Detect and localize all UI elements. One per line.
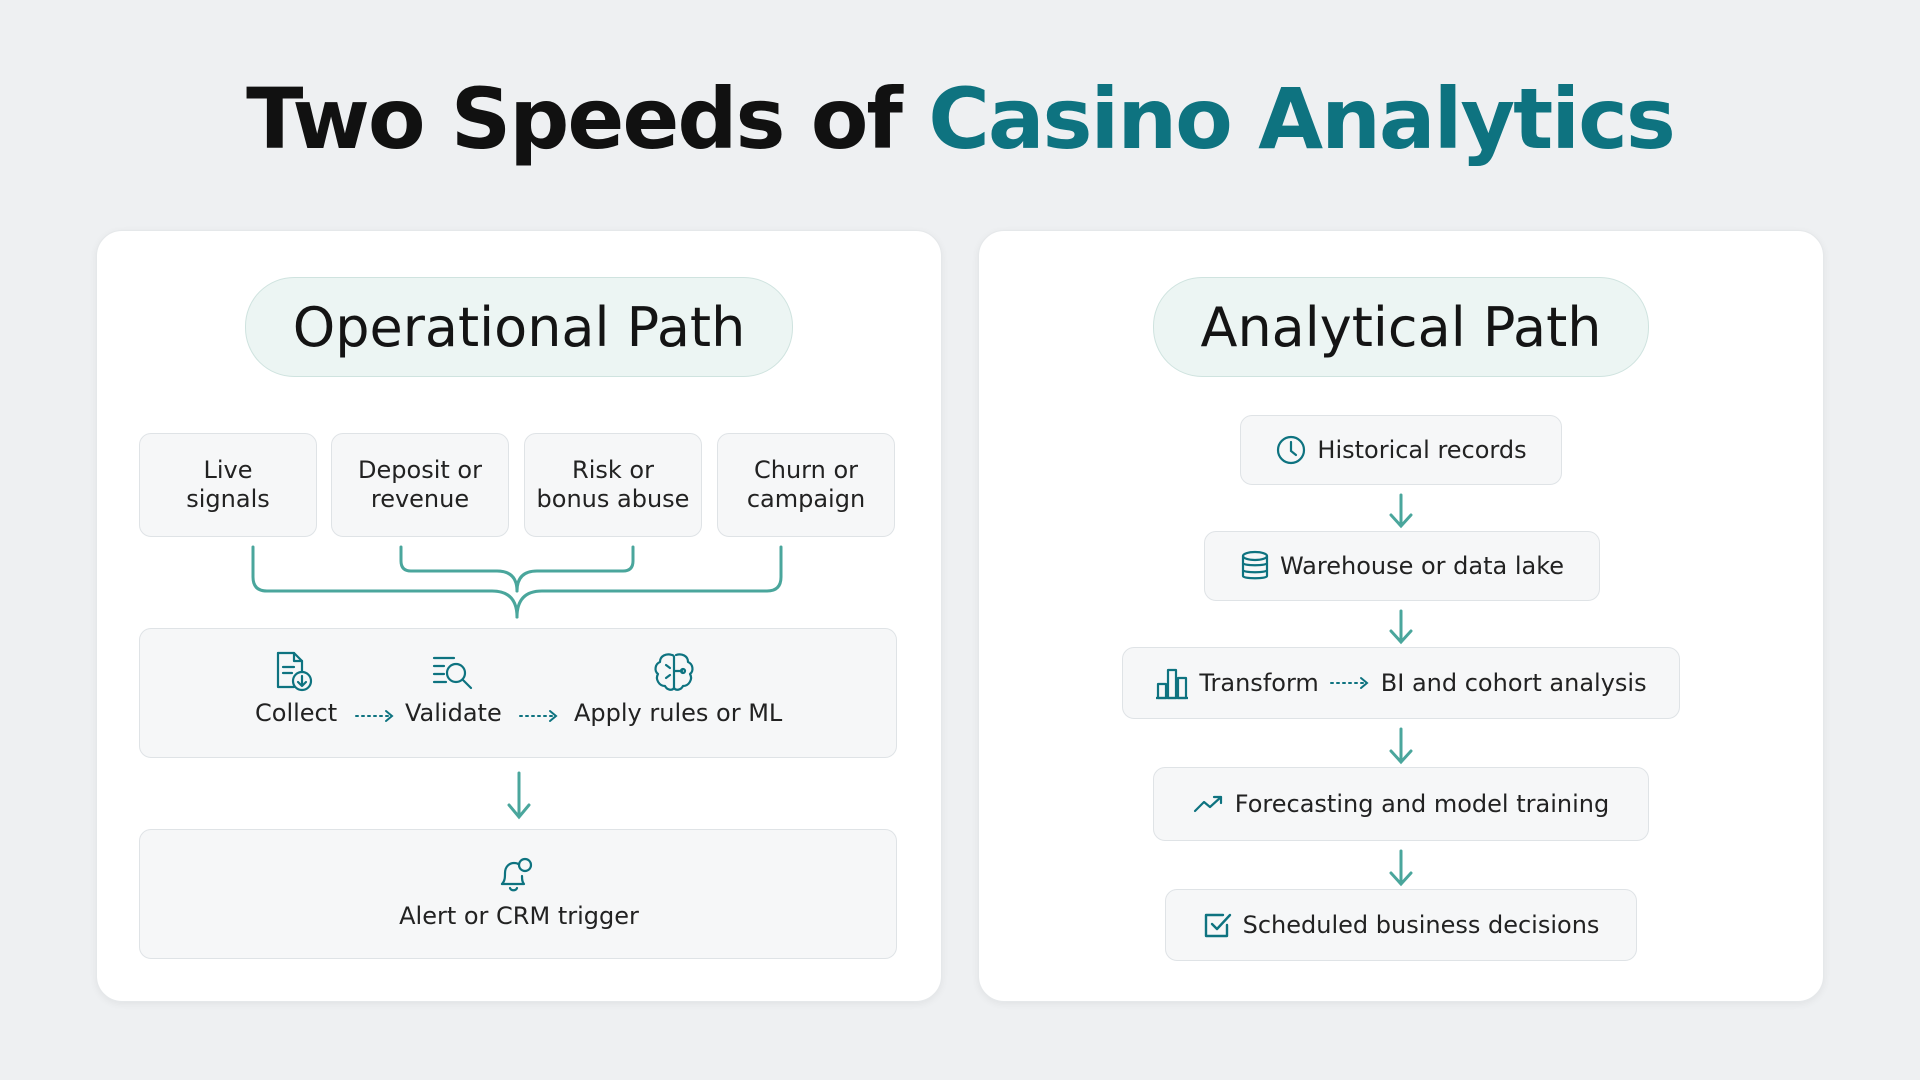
step-historical-records: Historical records bbox=[1240, 415, 1562, 485]
operational-heading: Operational Path bbox=[245, 277, 793, 377]
processing-box: Collect Validate Apply rules or ML bbox=[139, 628, 897, 758]
brain-icon bbox=[654, 653, 694, 691]
title-main: Two Speeds of bbox=[246, 70, 929, 168]
analytical-heading: Analytical Path bbox=[1153, 277, 1649, 377]
step-validate: Validate bbox=[405, 699, 502, 727]
step-forecasting: Forecasting and model training bbox=[1153, 767, 1649, 841]
operational-panel: Operational Path Live signals Deposit or… bbox=[96, 230, 942, 1002]
label: Scheduled business decisions bbox=[1242, 911, 1600, 939]
step-transform: Transform BI and cohort analysis bbox=[1122, 647, 1680, 719]
label: Historical records bbox=[1317, 436, 1527, 464]
bell-icon bbox=[500, 857, 533, 892]
label: Transform bbox=[1199, 669, 1319, 697]
output-box: Alert or CRM trigger bbox=[139, 829, 897, 959]
dotted-arrow-icon bbox=[1329, 677, 1369, 689]
source-live-signals: Live signals bbox=[139, 433, 317, 537]
label: Forecasting and model training bbox=[1234, 790, 1610, 818]
down-arrows bbox=[1389, 493, 1413, 887]
analytical-panel: Analytical Path Historical records Wareh… bbox=[978, 230, 1824, 1002]
page-title: Two Speeds of Casino Analytics bbox=[0, 70, 1920, 168]
output-alert-crm: Alert or CRM trigger bbox=[399, 902, 639, 930]
merge-connector bbox=[251, 545, 783, 820]
bar-chart-icon bbox=[1156, 668, 1189, 700]
step-apply-rules: Apply rules or ML bbox=[574, 699, 783, 727]
document-download-icon bbox=[276, 651, 313, 692]
checkbox-icon bbox=[1204, 913, 1231, 938]
step-warehouse: Warehouse or data lake bbox=[1204, 531, 1600, 601]
source-risk-bonus-abuse: Risk or bonus abuse bbox=[524, 433, 702, 537]
step-collect: Collect bbox=[255, 699, 338, 727]
title-accent: Casino Analytics bbox=[928, 70, 1676, 168]
source-churn-campaign: Churn or campaign bbox=[717, 433, 895, 537]
source-deposit-revenue: Deposit or revenue bbox=[331, 433, 509, 537]
label: Warehouse or data lake bbox=[1279, 552, 1565, 580]
clock-icon bbox=[1277, 435, 1306, 465]
label-2: BI and cohort analysis bbox=[1380, 669, 1647, 697]
dotted-arrow-icon bbox=[519, 710, 558, 722]
trend-up-icon bbox=[1193, 795, 1222, 813]
step-scheduled-decisions: Scheduled business decisions bbox=[1165, 889, 1637, 961]
dotted-arrow-icon bbox=[355, 710, 394, 722]
search-list-icon bbox=[432, 656, 473, 690]
database-icon bbox=[1241, 550, 1269, 580]
